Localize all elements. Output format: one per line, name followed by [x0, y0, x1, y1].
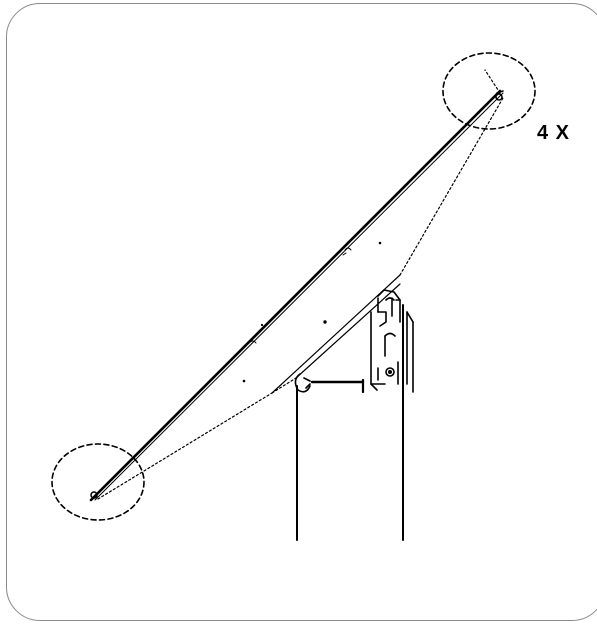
callout-circle-top — [442, 52, 536, 130]
panel-underside-outline — [97, 69, 504, 500]
corner-fastener-bottom — [90, 491, 98, 501]
panel-top-edge — [89, 89, 504, 502]
corner-fastener-top — [495, 90, 504, 101]
panel-fastener-details — [242, 241, 382, 383]
quantity-label: 4 X — [537, 122, 571, 144]
upright-bracket-assembly — [370, 289, 414, 393]
callout-circle-bottom — [51, 443, 145, 521]
pivot-bracket — [294, 373, 365, 394]
